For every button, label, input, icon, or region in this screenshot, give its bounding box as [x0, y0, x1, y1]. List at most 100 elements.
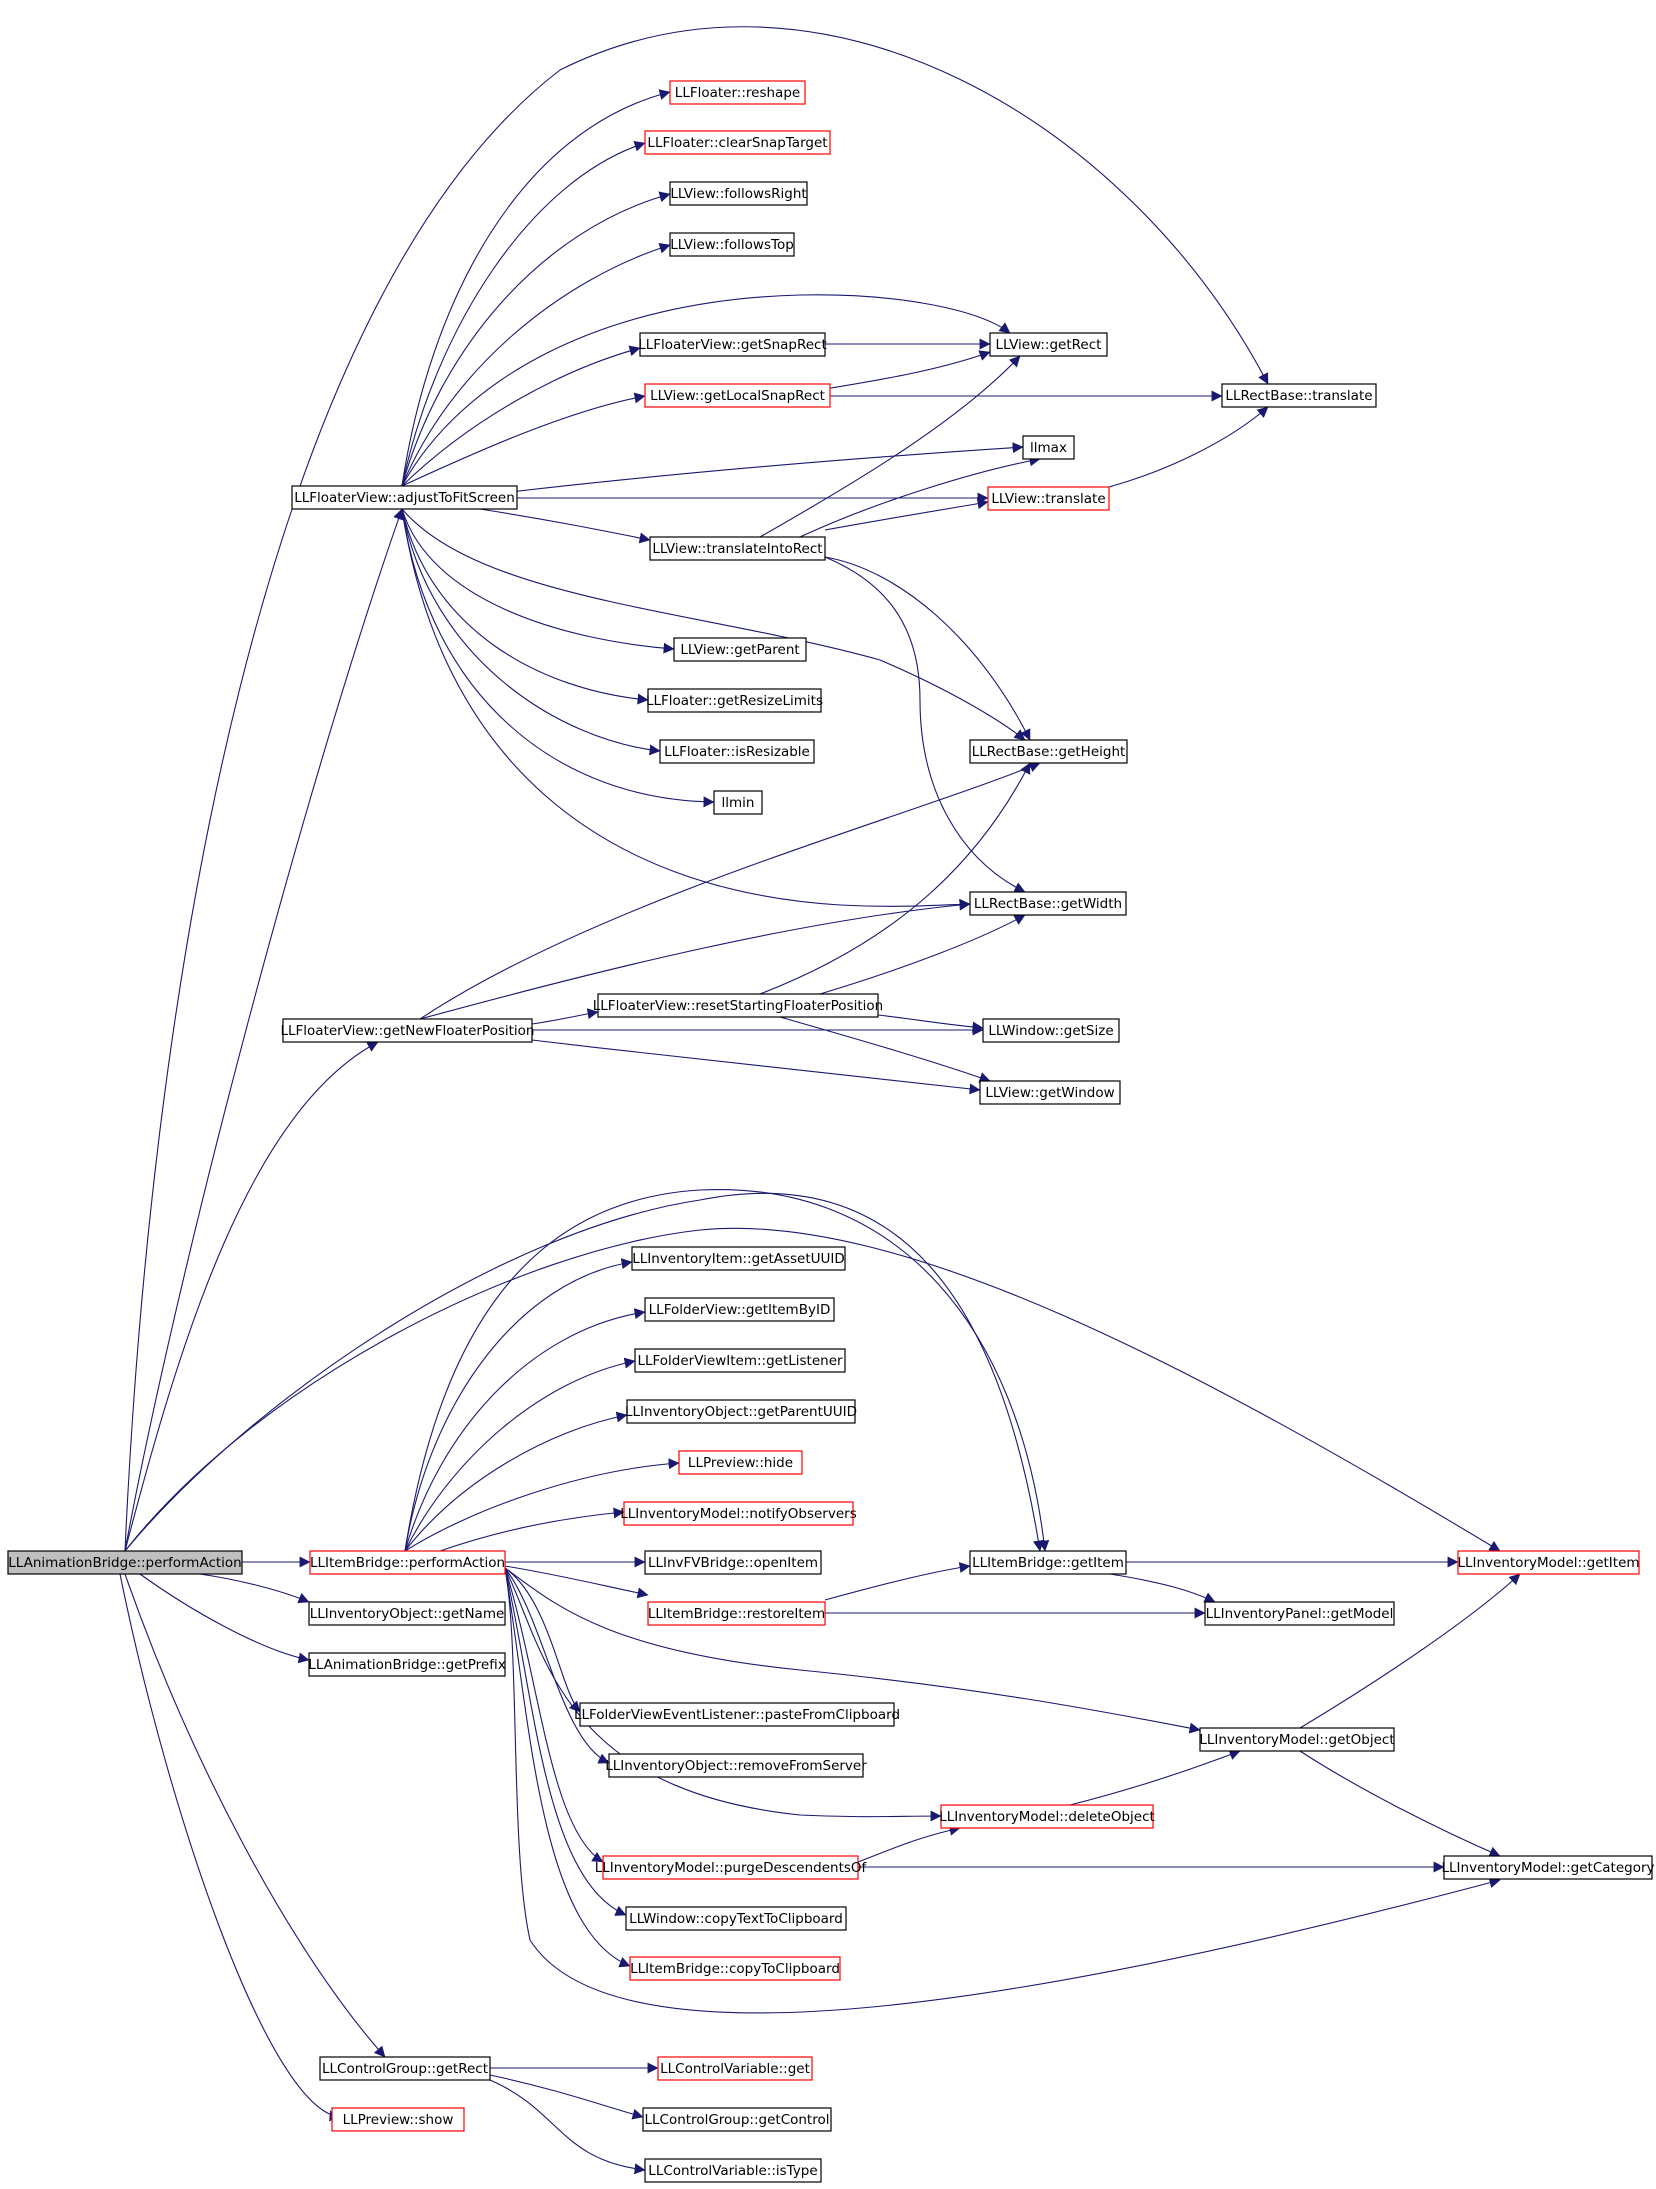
node-openitem[interactable]: LLInvFVBridge::openItem	[644, 1550, 822, 1575]
node-reshape[interactable]: LLFloater::reshape	[669, 80, 806, 105]
node-notify[interactable]: LLInventoryModel::notifyObservers	[620, 1501, 857, 1526]
edge-transinto-to-getheight	[824, 556, 1031, 741]
edge-itemperform-to-purge	[504, 1567, 604, 1863]
node-label: LLInventoryObject::getName	[310, 1606, 505, 1622]
edge-itemperform-to-ibgetitem	[404, 1189, 1050, 1552]
node-isresizable[interactable]: LLFloater::isResizable	[659, 739, 815, 764]
node-followsright[interactable]: LLView::followsRight	[669, 181, 808, 206]
edge-resetstart-to-getsize	[877, 1014, 984, 1033]
edge-itemperform-to-copyclip	[504, 1567, 631, 1968]
node-label: LLFolderView::getItemByID	[649, 1302, 831, 1318]
node-box	[989, 332, 1108, 357]
node-getsnaprect[interactable]: LLFloaterView::getSnapRect	[638, 332, 827, 357]
node-box	[982, 1018, 1120, 1043]
node-getnewpos[interactable]: LLFloaterView::getNewFloaterPosition	[280, 1018, 535, 1043]
edge-transinto-to-llmax	[799, 455, 1041, 538]
node-getheight[interactable]: LLRectBase::getHeight	[969, 739, 1128, 764]
node-itemperform[interactable]: LLItemBridge::performAction	[309, 1550, 506, 1575]
node-box	[626, 1399, 856, 1424]
node-paste[interactable]: LLFolderViewEventListener::pasteFromClip…	[574, 1702, 900, 1727]
node-prevhide[interactable]: LLPreview::hide	[678, 1450, 803, 1475]
node-istype[interactable]: LLControlVariable::isType	[644, 2158, 822, 2183]
edge-purge-to-deleteobj	[857, 1824, 961, 1863]
node-box	[647, 1601, 826, 1626]
edge-resetstart-to-getheight	[759, 762, 1031, 995]
node-getprefix[interactable]: LLAnimationBridge::getPrefix	[308, 1652, 506, 1677]
node-label: LLInventoryPanel::getModel	[1206, 1606, 1394, 1622]
node-getparent[interactable]: LLView::getParent	[673, 637, 807, 662]
node-ibgetitem[interactable]: LLItemBridge::getItem	[969, 1550, 1127, 1575]
node-copyclip[interactable]: LLItemBridge::copyToClipboard	[629, 1956, 841, 1981]
edge-adjust-to-getrect	[401, 294, 1011, 487]
node-getwindow[interactable]: LLView::getWindow	[979, 1080, 1121, 1105]
edge-itemperform-to-getlistener	[404, 1357, 636, 1552]
node-getwidth[interactable]: LLRectBase::getWidth	[969, 891, 1127, 916]
node-box	[625, 1906, 847, 1931]
node-cggetrect[interactable]: LLControlGroup::getRect	[319, 2056, 491, 2081]
edge-itemperform-to-copytext	[504, 1567, 627, 1916]
node-rbtranslate[interactable]: LLRectBase::translate	[1221, 383, 1377, 408]
node-followstop[interactable]: LLView::followsTop	[669, 232, 795, 257]
node-label: llmin	[722, 795, 755, 811]
node-prevshow[interactable]: LLPreview::show	[331, 2107, 465, 2132]
node-deleteobj[interactable]: LLInventoryModel::deleteObject	[939, 1804, 1155, 1829]
node-removeserver[interactable]: LLInventoryObject::removeFromServer	[605, 1753, 867, 1778]
edge-adjust-to-transinto	[479, 508, 651, 544]
node-box	[1204, 1601, 1395, 1626]
node-getmodel[interactable]: LLInventoryPanel::getModel	[1204, 1601, 1395, 1626]
edge-getobject-to-imgetitem	[1299, 1573, 1521, 1729]
node-box	[319, 2056, 491, 2081]
edge-itemperform-to-getobject	[504, 1567, 1201, 1734]
node-imgetitem[interactable]: LLInventoryModel::getItem	[1457, 1550, 1640, 1575]
node-getasset[interactable]: LLInventoryItem::getAssetUUID	[631, 1246, 846, 1271]
node-box	[634, 1348, 846, 1373]
node-getparentuuid[interactable]: LLInventoryObject::getParentUUID	[625, 1399, 857, 1424]
node-adjust[interactable]: LLFloaterView::adjustToFitScreen	[291, 485, 518, 510]
node-getname[interactable]: LLInventoryObject::getName	[308, 1601, 506, 1626]
node-transinto[interactable]: LLView::translateIntoRect	[649, 536, 826, 561]
node-getcategory[interactable]: LLInventoryModel::getCategory	[1442, 1855, 1655, 1880]
node-box	[282, 1018, 533, 1043]
node-box	[649, 536, 826, 561]
node-box	[602, 1855, 859, 1880]
node-box	[331, 2107, 465, 2132]
node-box	[669, 80, 806, 105]
node-clearsnap[interactable]: LLFloater::clearSnapTarget	[644, 130, 831, 155]
edge-deleteobj-to-getobject	[1069, 1749, 1241, 1806]
node-llmax[interactable]: llmax	[1022, 435, 1075, 460]
node-cvget[interactable]: LLControlVariable::get	[657, 2056, 813, 2081]
edge-cggetrect-to-getcontrol	[489, 2074, 644, 2120]
edge-root-to-cggetrect	[124, 1573, 386, 2058]
node-root[interactable]: LLAnimationBridge::performAction	[7, 1550, 243, 1575]
node-getrect[interactable]: LLView::getRect	[989, 332, 1108, 357]
node-label: LLInvFVBridge::openItem	[648, 1555, 818, 1571]
node-getcontrol[interactable]: LLControlGroup::getControl	[642, 2107, 832, 2132]
edge-adjust-to-clearsnap	[401, 140, 646, 487]
edge-transinto-to-getwidth	[824, 556, 1026, 893]
node-getsize[interactable]: LLWindow::getSize	[982, 1018, 1120, 1043]
node-getobject[interactable]: LLInventoryModel::getObject	[1199, 1727, 1395, 1752]
node-restoreitem[interactable]: LLItemBridge::restoreItem	[647, 1601, 826, 1626]
node-label: LLInventoryModel::getObject	[1199, 1732, 1394, 1748]
node-getlistener[interactable]: LLFolderViewItem::getListener	[634, 1348, 846, 1373]
node-label: llmax	[1030, 440, 1067, 456]
edge-itemperform-to-getparentuuid	[404, 1411, 628, 1552]
node-label: LLAnimationBridge::getPrefix	[308, 1657, 505, 1673]
node-box	[1199, 1727, 1395, 1752]
node-getlocalsnap[interactable]: LLView::getLocalSnapRect	[644, 383, 831, 408]
node-getresize[interactable]: LLFloater::getResizeLimits	[646, 688, 823, 713]
node-label: LLView::getParent	[680, 642, 799, 658]
node-purge[interactable]: LLInventoryModel::purgeDescendentsOf	[595, 1855, 868, 1880]
node-copytext[interactable]: LLWindow::copyTextToClipboard	[625, 1906, 847, 1931]
node-vtranslate[interactable]: LLView::translate	[987, 486, 1110, 511]
node-label: LLWindow::getSize	[988, 1023, 1113, 1039]
node-getitembyid[interactable]: LLFolderView::getItemByID	[644, 1297, 835, 1322]
node-box	[1457, 1550, 1640, 1575]
edge-adjust-to-llmin	[401, 508, 715, 808]
edges-layer	[119, 26, 1521, 2175]
node-box	[1022, 435, 1075, 460]
node-llmin[interactable]: llmin	[713, 790, 763, 815]
node-label: LLView::followsTop	[670, 237, 794, 253]
node-label: LLInventoryModel::getItem	[1457, 1555, 1639, 1571]
node-resetstart[interactable]: LLFloaterView::resetStartingFloaterPosit…	[593, 993, 883, 1018]
